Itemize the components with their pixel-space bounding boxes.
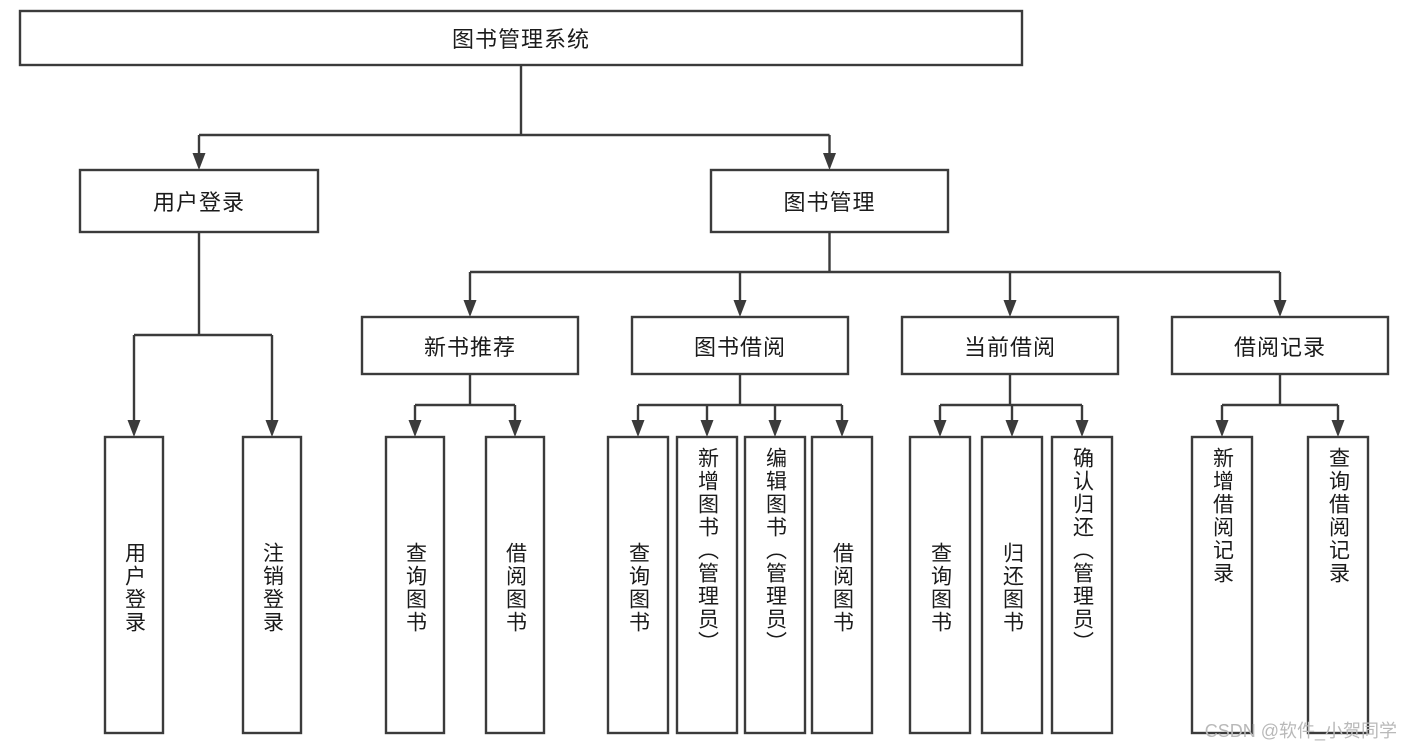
arrowhead-book-management-to-new-book-recommend [463,300,477,317]
node-box-current-borrow[interactable] [900,315,1120,376]
arrowhead-borrow-records-to-leaf-add-borrow-record [1215,420,1229,437]
arrowhead-book-borrow-to-leaf-query-book-2 [631,420,645,437]
arrowhead-book-borrow-to-leaf-add-book-admin [700,420,714,437]
node-box-leaf-confirm-return[interactable] [1050,435,1114,735]
arrowhead-book-borrow-to-leaf-edit-book-admin [768,420,782,437]
node-box-book-management[interactable] [709,168,950,234]
arrowhead-root-to-user-login [192,153,206,170]
arrowhead-new-book-recommend-to-leaf-query-book-1 [408,420,422,437]
node-box-book-borrow[interactable] [630,315,850,376]
arrowhead-current-borrow-to-leaf-confirm-return [1075,420,1089,437]
node-box-leaf-borrow-book-2[interactable] [810,435,874,735]
arrowhead-new-book-recommend-to-leaf-borrow-book-1 [508,420,522,437]
node-box-leaf-borrow-book-1[interactable] [484,435,546,735]
node-box-leaf-logout-login[interactable] [241,435,303,735]
edges-layer [127,65,1345,437]
node-box-leaf-user-login[interactable] [103,435,165,735]
node-box-borrow-records[interactable] [1170,315,1390,376]
arrowhead-current-borrow-to-leaf-return-book [1005,420,1019,437]
node-box-leaf-add-book-admin[interactable] [675,435,739,735]
arrowhead-root-to-book-management [823,153,836,170]
node-box-new-book-recommend[interactable] [360,315,580,376]
arrowhead-user-login-to-leaf-logout-login [265,420,279,437]
node-box-user-login[interactable] [78,168,320,234]
boxes-layer [18,9,1390,735]
arrowhead-user-login-to-leaf-user-login [127,420,141,437]
arrowhead-borrow-records-to-leaf-query-borrow-record [1331,420,1345,437]
arrowhead-book-management-to-current-borrow [1003,300,1017,317]
arrowhead-book-management-to-book-borrow [733,300,747,317]
node-box-root[interactable] [18,9,1024,67]
arrowhead-book-borrow-to-leaf-borrow-book-2 [835,420,849,437]
arrowhead-current-borrow-to-leaf-query-book-3 [933,420,947,437]
arrowhead-book-management-to-borrow-records [1273,300,1287,317]
node-box-leaf-return-book[interactable] [980,435,1044,735]
node-box-leaf-query-book-1[interactable] [384,435,446,735]
node-box-leaf-add-borrow-record[interactable] [1190,435,1254,735]
node-box-leaf-query-book-2[interactable] [606,435,670,735]
node-box-leaf-query-borrow-record[interactable] [1306,435,1370,735]
node-box-leaf-edit-book-admin[interactable] [743,435,807,735]
node-box-leaf-query-book-3[interactable] [908,435,972,735]
